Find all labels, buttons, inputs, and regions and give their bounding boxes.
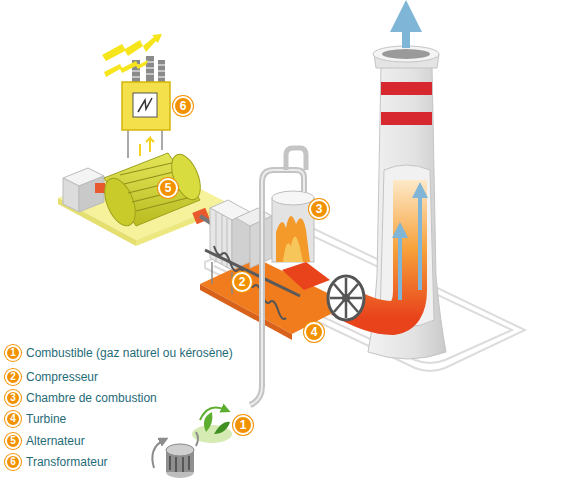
callout-number: 5: [158, 178, 178, 198]
callout-number: 2: [5, 369, 21, 385]
callout-number: 1: [233, 415, 253, 435]
legend-text: Chambre de combustion: [26, 390, 157, 406]
turbine: [328, 276, 364, 320]
callout-number: 3: [5, 390, 21, 406]
legend-text: Alternateur: [26, 433, 85, 449]
transformer: [122, 56, 170, 158]
lightning-symbol: [102, 34, 162, 61]
callout-number: 1: [5, 345, 21, 361]
legend-text: Turbine: [26, 411, 66, 427]
combustion-chamber: [272, 191, 330, 290]
callout-number: 6: [5, 454, 21, 470]
callout-number: 3: [309, 199, 329, 219]
callout-number: 5: [5, 433, 21, 449]
exciter-box: [63, 168, 105, 212]
legend-text: Compresseur: [26, 369, 98, 385]
legend-text: Transformateur: [26, 454, 108, 470]
fuel-pipe: [250, 170, 304, 405]
legend-text: Combustible (gaz naturel ou kérosène): [26, 345, 233, 361]
callout-number: 4: [5, 411, 21, 427]
callout-number: 4: [304, 322, 324, 342]
callout-number: 6: [173, 96, 193, 116]
callout-number: 2: [232, 272, 252, 292]
fuel-source: [152, 408, 232, 478]
